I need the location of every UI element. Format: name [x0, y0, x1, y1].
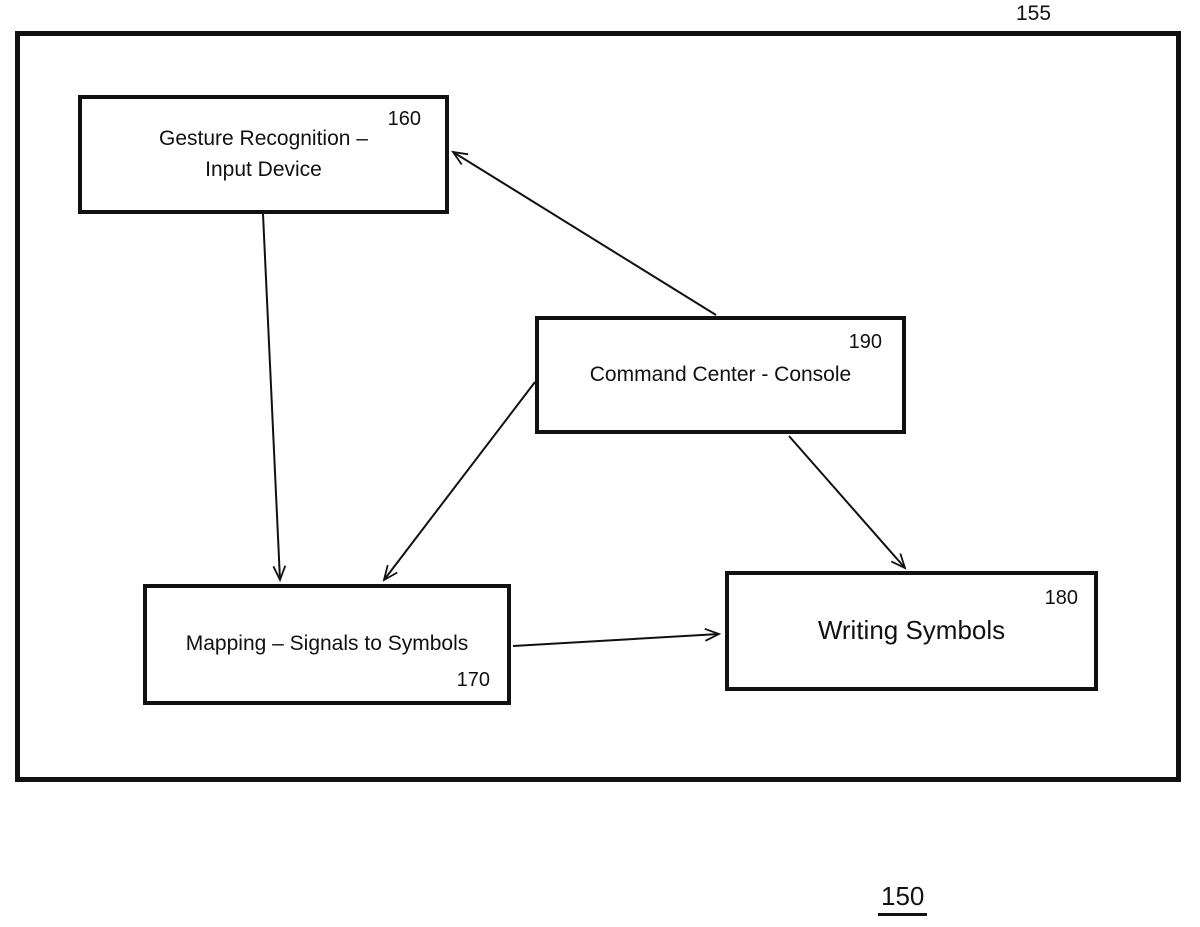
box-writing-symbols: 180 Writing Symbols: [725, 571, 1098, 691]
box-title: Writing Symbols: [817, 615, 1006, 646]
box-mapping-signals: 170 Mapping – Signals to Symbols: [143, 584, 511, 705]
box-command-center: 190 Command Center - Console: [535, 316, 906, 434]
box-ref-label: 160: [387, 108, 421, 130]
box-ref-label: 170: [456, 669, 490, 691]
box-ref-label: 190: [848, 331, 882, 353]
system-ref-label: 155: [1016, 2, 1052, 25]
box-ref-label: 180: [1044, 587, 1078, 609]
figure-number-label: 150: [878, 881, 928, 916]
box-gesture-recognition: 160 Gesture Recognition – Input Device: [78, 95, 449, 214]
box-title: Mapping – Signals to Symbols: [185, 632, 469, 656]
box-title: Gesture Recognition – Input Device: [159, 127, 368, 181]
box-title: Command Center - Console: [589, 362, 852, 386]
